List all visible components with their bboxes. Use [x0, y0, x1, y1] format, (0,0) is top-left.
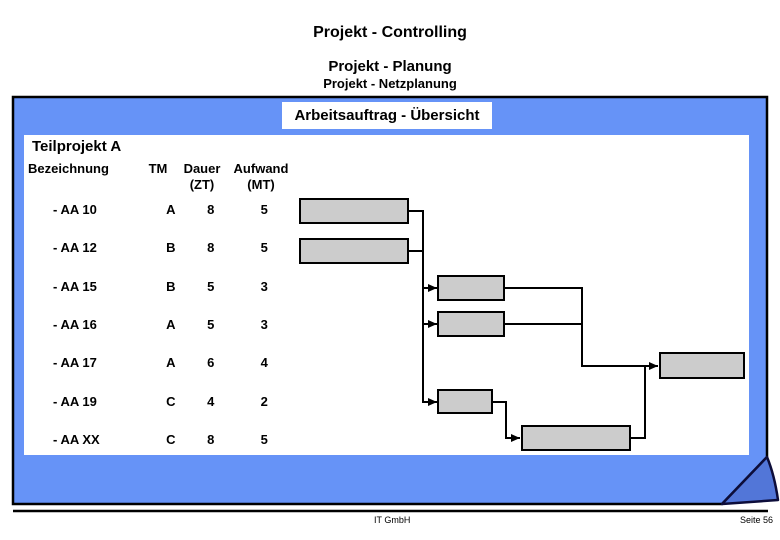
connector-line [408, 210, 424, 402]
table-header: Bezeichnung TM Dauer (ZT) Aufwand (MT) [28, 161, 296, 193]
col-header-tm: TM [138, 161, 178, 193]
cell-dauer: 4 [207, 393, 215, 409]
cell-bezeichnung: - AA 15 [53, 278, 97, 294]
cell-bezeichnung: - AA 19 [53, 393, 97, 409]
bar-aa-19 [437, 389, 493, 414]
cell-tm: A [166, 202, 176, 217]
table-row: - AA 10 A 8 5 [28, 202, 296, 218]
cell-aufwand: 5 [260, 431, 268, 447]
cell-dauer: 8 [207, 202, 215, 217]
table-row: - AA 19 C 4 2 [28, 394, 296, 410]
cell-aufwand: 3 [260, 278, 268, 294]
heading-controlling: Projekt - Controlling [313, 24, 467, 41]
bar-aa-xx [521, 425, 631, 451]
cell-bezeichnung: - AA 16 [53, 316, 97, 332]
cell-bezeichnung: - AA 12 [53, 240, 97, 256]
cell-tm: A [166, 316, 176, 332]
cell-tm: B [166, 240, 176, 256]
cell-aufwand: 5 [260, 202, 268, 217]
cell-dauer: 6 [207, 355, 215, 371]
subtitle-teilprojekt: Teilprojekt A [32, 138, 122, 155]
cell-aufwand: 5 [260, 240, 268, 256]
table-row: - AA 15 B 5 3 [28, 279, 296, 295]
cell-tm: C [166, 393, 176, 409]
cell-aufwand: 2 [260, 393, 268, 409]
bar-aa-17 [659, 352, 745, 379]
table-row: - AA XX C 8 5 [28, 432, 296, 448]
cell-bezeichnung: - AA 17 [53, 355, 97, 371]
footer-page-number: Seite 56 [740, 515, 774, 525]
cell-tm: C [166, 431, 176, 447]
bar-aa-16 [437, 311, 505, 337]
cell-aufwand: 3 [260, 316, 268, 332]
heading-planung: Projekt - Planung [328, 58, 452, 75]
col-header-bezeichnung: Bezeichnung [28, 161, 138, 193]
table-row: - AA 16 A 5 3 [28, 317, 296, 333]
cell-dauer: 5 [207, 316, 215, 332]
col-header-label: Aufwand [233, 161, 289, 176]
footer-company: IT GmbH [374, 515, 411, 525]
cell-dauer: 8 [207, 240, 215, 256]
content-panel [24, 135, 749, 455]
col-header-label: Bezeichnung [28, 161, 109, 176]
cell-dauer: 8 [207, 431, 215, 447]
banner-arbeitsauftrag: Arbeitsauftrag - Übersicht [282, 102, 492, 129]
col-header-unit: (MT) [247, 177, 275, 192]
bar-aa-12 [299, 238, 409, 264]
heading-netzplanung: Projekt - Netzplanung [323, 76, 457, 91]
network-plan [299, 198, 745, 451]
table-row: - AA 17 A 6 4 [28, 355, 296, 371]
col-header-label: Dauer [183, 161, 221, 176]
col-header-label: TM [148, 161, 168, 176]
col-header-unit: (ZT) [189, 177, 215, 192]
cell-bezeichnung: - AA 10 [53, 202, 97, 217]
col-header-aufwand: Aufwand (MT) [226, 161, 296, 193]
cell-bezeichnung: - AA XX [53, 431, 100, 447]
connector-line [630, 365, 646, 439]
bar-aa-10 [299, 198, 409, 224]
cell-aufwand: 4 [260, 355, 268, 371]
cell-dauer: 5 [207, 278, 215, 294]
col-header-dauer: Dauer (ZT) [178, 161, 226, 193]
cell-tm: B [166, 278, 176, 294]
cell-tm: A [166, 355, 176, 371]
connector-line [504, 287, 658, 370]
connector-line [492, 401, 520, 442]
bar-aa-15 [437, 275, 505, 301]
folded-corner-flap [720, 455, 780, 506]
table-row: - AA 12 B 8 5 [28, 240, 296, 256]
